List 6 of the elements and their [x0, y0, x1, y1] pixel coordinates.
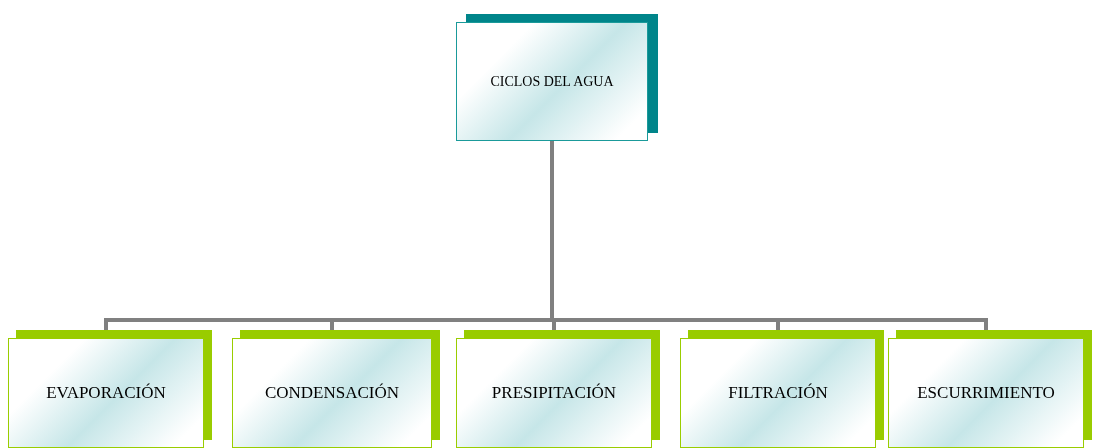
- box-label: FILTRACIÓN: [728, 383, 828, 403]
- box-label: EVAPORACIÓN: [46, 383, 166, 403]
- box-label: CICLOS DEL AGUA: [490, 73, 614, 90]
- box-label: CONDENSACIÓN: [264, 383, 400, 403]
- box-label: ESCURRIMIENTO: [917, 383, 1055, 403]
- box-label: PRESIPITACIÓN: [491, 383, 617, 403]
